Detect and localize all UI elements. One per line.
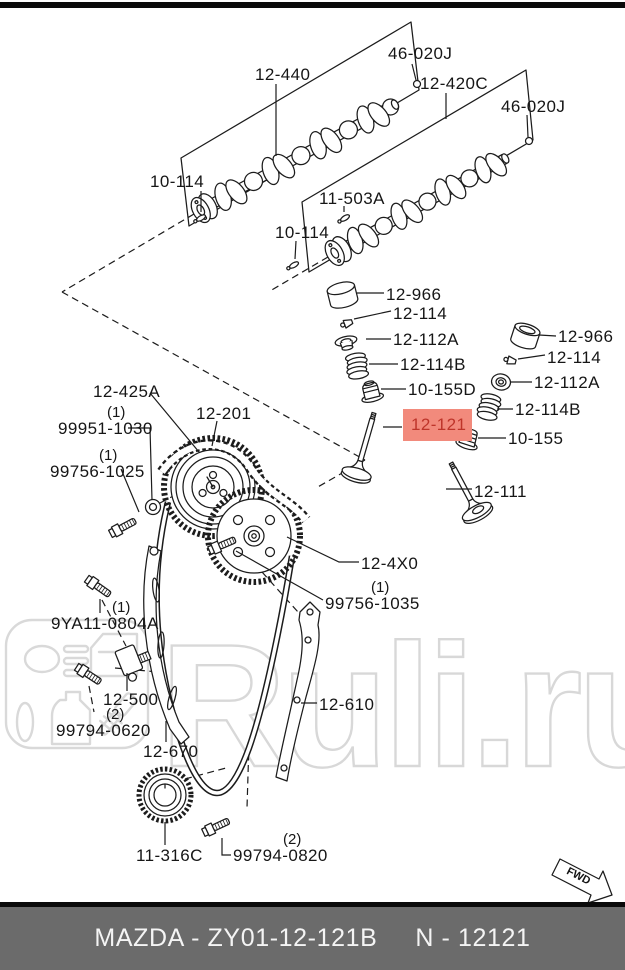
part-label-12-610: 12-610	[319, 695, 375, 714]
part-qty: (2)	[283, 831, 302, 848]
camshaft-intake	[190, 98, 400, 224]
timing-chain-band	[157, 439, 311, 524]
part-label-99951-1030: 99951-1030	[58, 419, 153, 438]
part-label-9ya11-0804a: 9YA11-0804A	[51, 614, 159, 633]
part-label-10-114: 10-114	[150, 172, 205, 191]
spring-retainer	[334, 335, 358, 351]
part-label-10-155: 10-155	[508, 429, 564, 448]
part-qty: (1)	[107, 404, 126, 421]
washer	[144, 498, 162, 516]
footer-bar: MAZDA - ZY01-12-121B N - 12121	[0, 907, 625, 970]
part-label-46-020j: 46-020J	[501, 97, 566, 116]
part-label-12-966: 12-966	[386, 285, 442, 304]
crank-sprocket	[136, 766, 194, 824]
part-label-99794-0820: 99794-0820	[233, 846, 328, 865]
bolt-99756-1025	[107, 515, 139, 540]
leader-lines	[99, 63, 557, 856]
part-label-12-114: 12-114	[393, 304, 448, 323]
part-label-99756-1035: 99756-1035	[325, 594, 420, 613]
timing-chain-loop	[153, 501, 296, 797]
valve-spring	[344, 352, 370, 380]
part-label-99756-1025: 99756-1025	[50, 462, 145, 481]
vvt-sprocket-exhaust	[205, 487, 303, 585]
part-label-12-121: 12-121	[403, 409, 473, 441]
part-qty: (1)	[371, 579, 390, 596]
callout-dot	[524, 136, 534, 146]
cam-bolt-icon	[285, 259, 301, 272]
part-label-12-420c: 12-420C	[420, 74, 489, 93]
camshaft-exhaust	[324, 152, 510, 267]
part-label-12-114: 12-114	[547, 348, 602, 367]
sensor-bolt-icon	[336, 212, 352, 225]
part-label-11-503a: 11-503A	[319, 189, 385, 208]
footer-catalog-number: N - 12121	[415, 924, 531, 952]
bolt-99794-0820	[200, 815, 232, 839]
chain-tensioner	[114, 644, 152, 682]
valve-keeper	[340, 319, 354, 329]
part-qty: (1)	[99, 447, 118, 464]
part-label-12-201: 12-201	[196, 404, 252, 423]
tappet-bucket	[510, 322, 541, 350]
part-label-10-114: 10-114	[275, 223, 330, 242]
bolt-99794-0620	[73, 661, 104, 688]
tappet-bucket	[326, 281, 359, 309]
callout-dot	[412, 79, 422, 89]
part-label-12-111: 12-111	[474, 482, 527, 501]
part-label-12-112a: 12-112A	[393, 330, 459, 349]
top-scan-border	[0, 2, 625, 8]
chain-guide-left	[143, 545, 190, 745]
part-label-99794-0620: 99794-0620	[56, 721, 151, 740]
valve-keeper	[503, 355, 517, 365]
valve-highlighted	[340, 411, 377, 484]
valve-spring	[476, 393, 502, 421]
part-qty: (2)	[106, 706, 125, 723]
part-label-46-020j: 46-020J	[388, 44, 453, 63]
part-label-12-114b: 12-114B	[515, 400, 581, 419]
part-label-12-114b: 12-114B	[400, 355, 466, 374]
part-label-12-966: 12-966	[558, 327, 614, 346]
part-label-12-440: 12-440	[255, 65, 311, 84]
part-label-12-4x0: 12-4X0	[361, 554, 419, 573]
part-qty: (1)	[112, 599, 131, 616]
footer-part-code: MAZDA - ZY01-12-121B	[94, 924, 378, 952]
watermark-logo	[4, 618, 150, 750]
part-label-12-425a: 12-425A	[93, 382, 161, 401]
chain-tensioner-arm	[275, 601, 321, 782]
part-label-12-500: 12-500	[103, 690, 159, 709]
part-label-12-112a: 12-112A	[534, 373, 600, 392]
watermark-text: Ruli.ru	[160, 609, 625, 804]
bolt-9ya11-0804a	[82, 573, 114, 600]
spring-retainer	[490, 373, 512, 391]
valve-stem-seal	[361, 380, 385, 403]
part-label-10-155d: 10-155D	[408, 380, 477, 399]
projection-dashes	[61, 213, 366, 809]
valve	[448, 461, 494, 525]
fwd-arrow: FWD	[551, 858, 613, 904]
part-label-11-316c: 11-316C	[136, 846, 203, 865]
washer-hole	[148, 502, 158, 512]
bottom-scan-border	[0, 902, 625, 907]
part-label-12-670: 12-670	[143, 742, 199, 761]
